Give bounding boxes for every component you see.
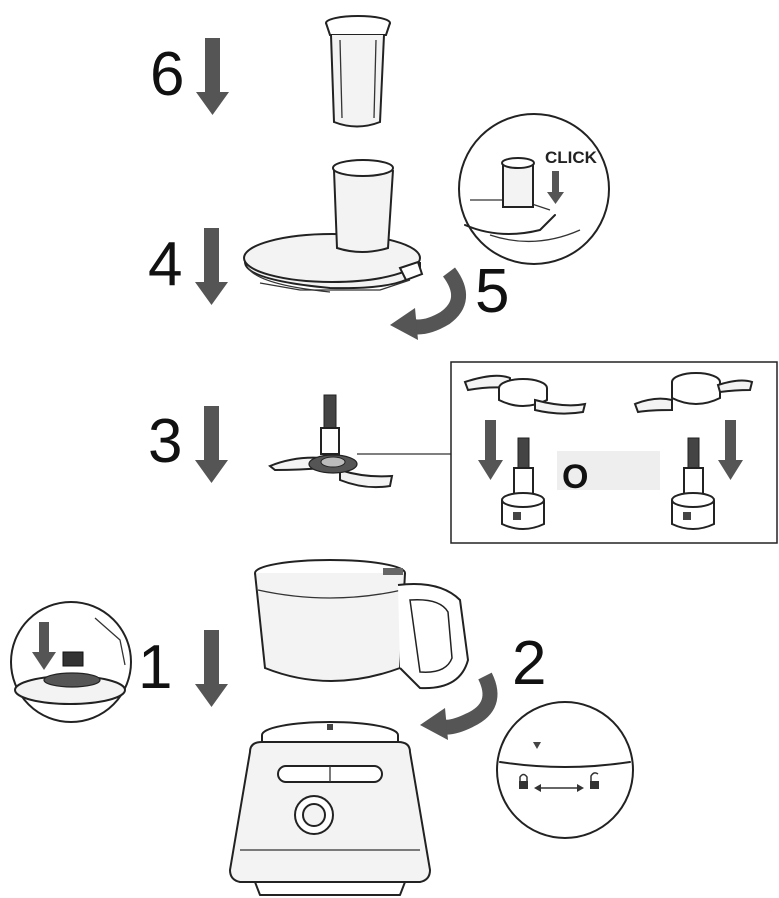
down-arrow-icon (478, 420, 503, 480)
curved-twist-arrow-icon (390, 267, 466, 340)
down-arrow-icon (547, 171, 564, 204)
step-2: 2 (420, 629, 546, 740)
down-arrow-icon (195, 406, 228, 483)
motor-base (228, 721, 432, 896)
click-label: CLICK (545, 148, 598, 167)
step-5-number: 5 (475, 257, 509, 326)
down-arrow-icon (32, 622, 56, 670)
step-1-number: 1 (138, 633, 172, 702)
food-pusher (325, 15, 391, 128)
step-6: 6 (150, 15, 391, 128)
step-3-number: 3 (148, 407, 182, 476)
curved-twist-arrow-icon (420, 672, 498, 740)
step-6-number: 6 (150, 40, 184, 109)
lid-with-feed-tube (243, 159, 424, 293)
or-label-box (557, 451, 660, 490)
down-arrow-icon (718, 420, 743, 480)
blade-option-left (463, 374, 587, 530)
padlock-closed-icon (519, 773, 528, 789)
down-arrow-icon (196, 38, 229, 115)
lock-detail-callout (496, 701, 634, 839)
blade-orientation-box: O (450, 361, 778, 544)
work-bowl (254, 559, 470, 690)
down-arrow-icon (195, 630, 228, 707)
or-label: O (562, 458, 588, 496)
click-detail-callout: CLICK (458, 113, 610, 265)
step-4: 4 (148, 159, 424, 305)
step-2-number: 2 (512, 629, 546, 698)
padlock-open-icon (590, 772, 599, 789)
step-4-number: 4 (148, 230, 182, 299)
double-arrow-icon (534, 784, 584, 792)
step-1: 1 (138, 630, 228, 707)
chopping-blade (268, 394, 470, 489)
step-5: 5 (390, 257, 509, 340)
spindle-detail-callout (10, 601, 132, 723)
step-3: 3 (148, 394, 470, 489)
down-arrow-icon (195, 228, 228, 305)
blade-option-right (633, 372, 754, 530)
